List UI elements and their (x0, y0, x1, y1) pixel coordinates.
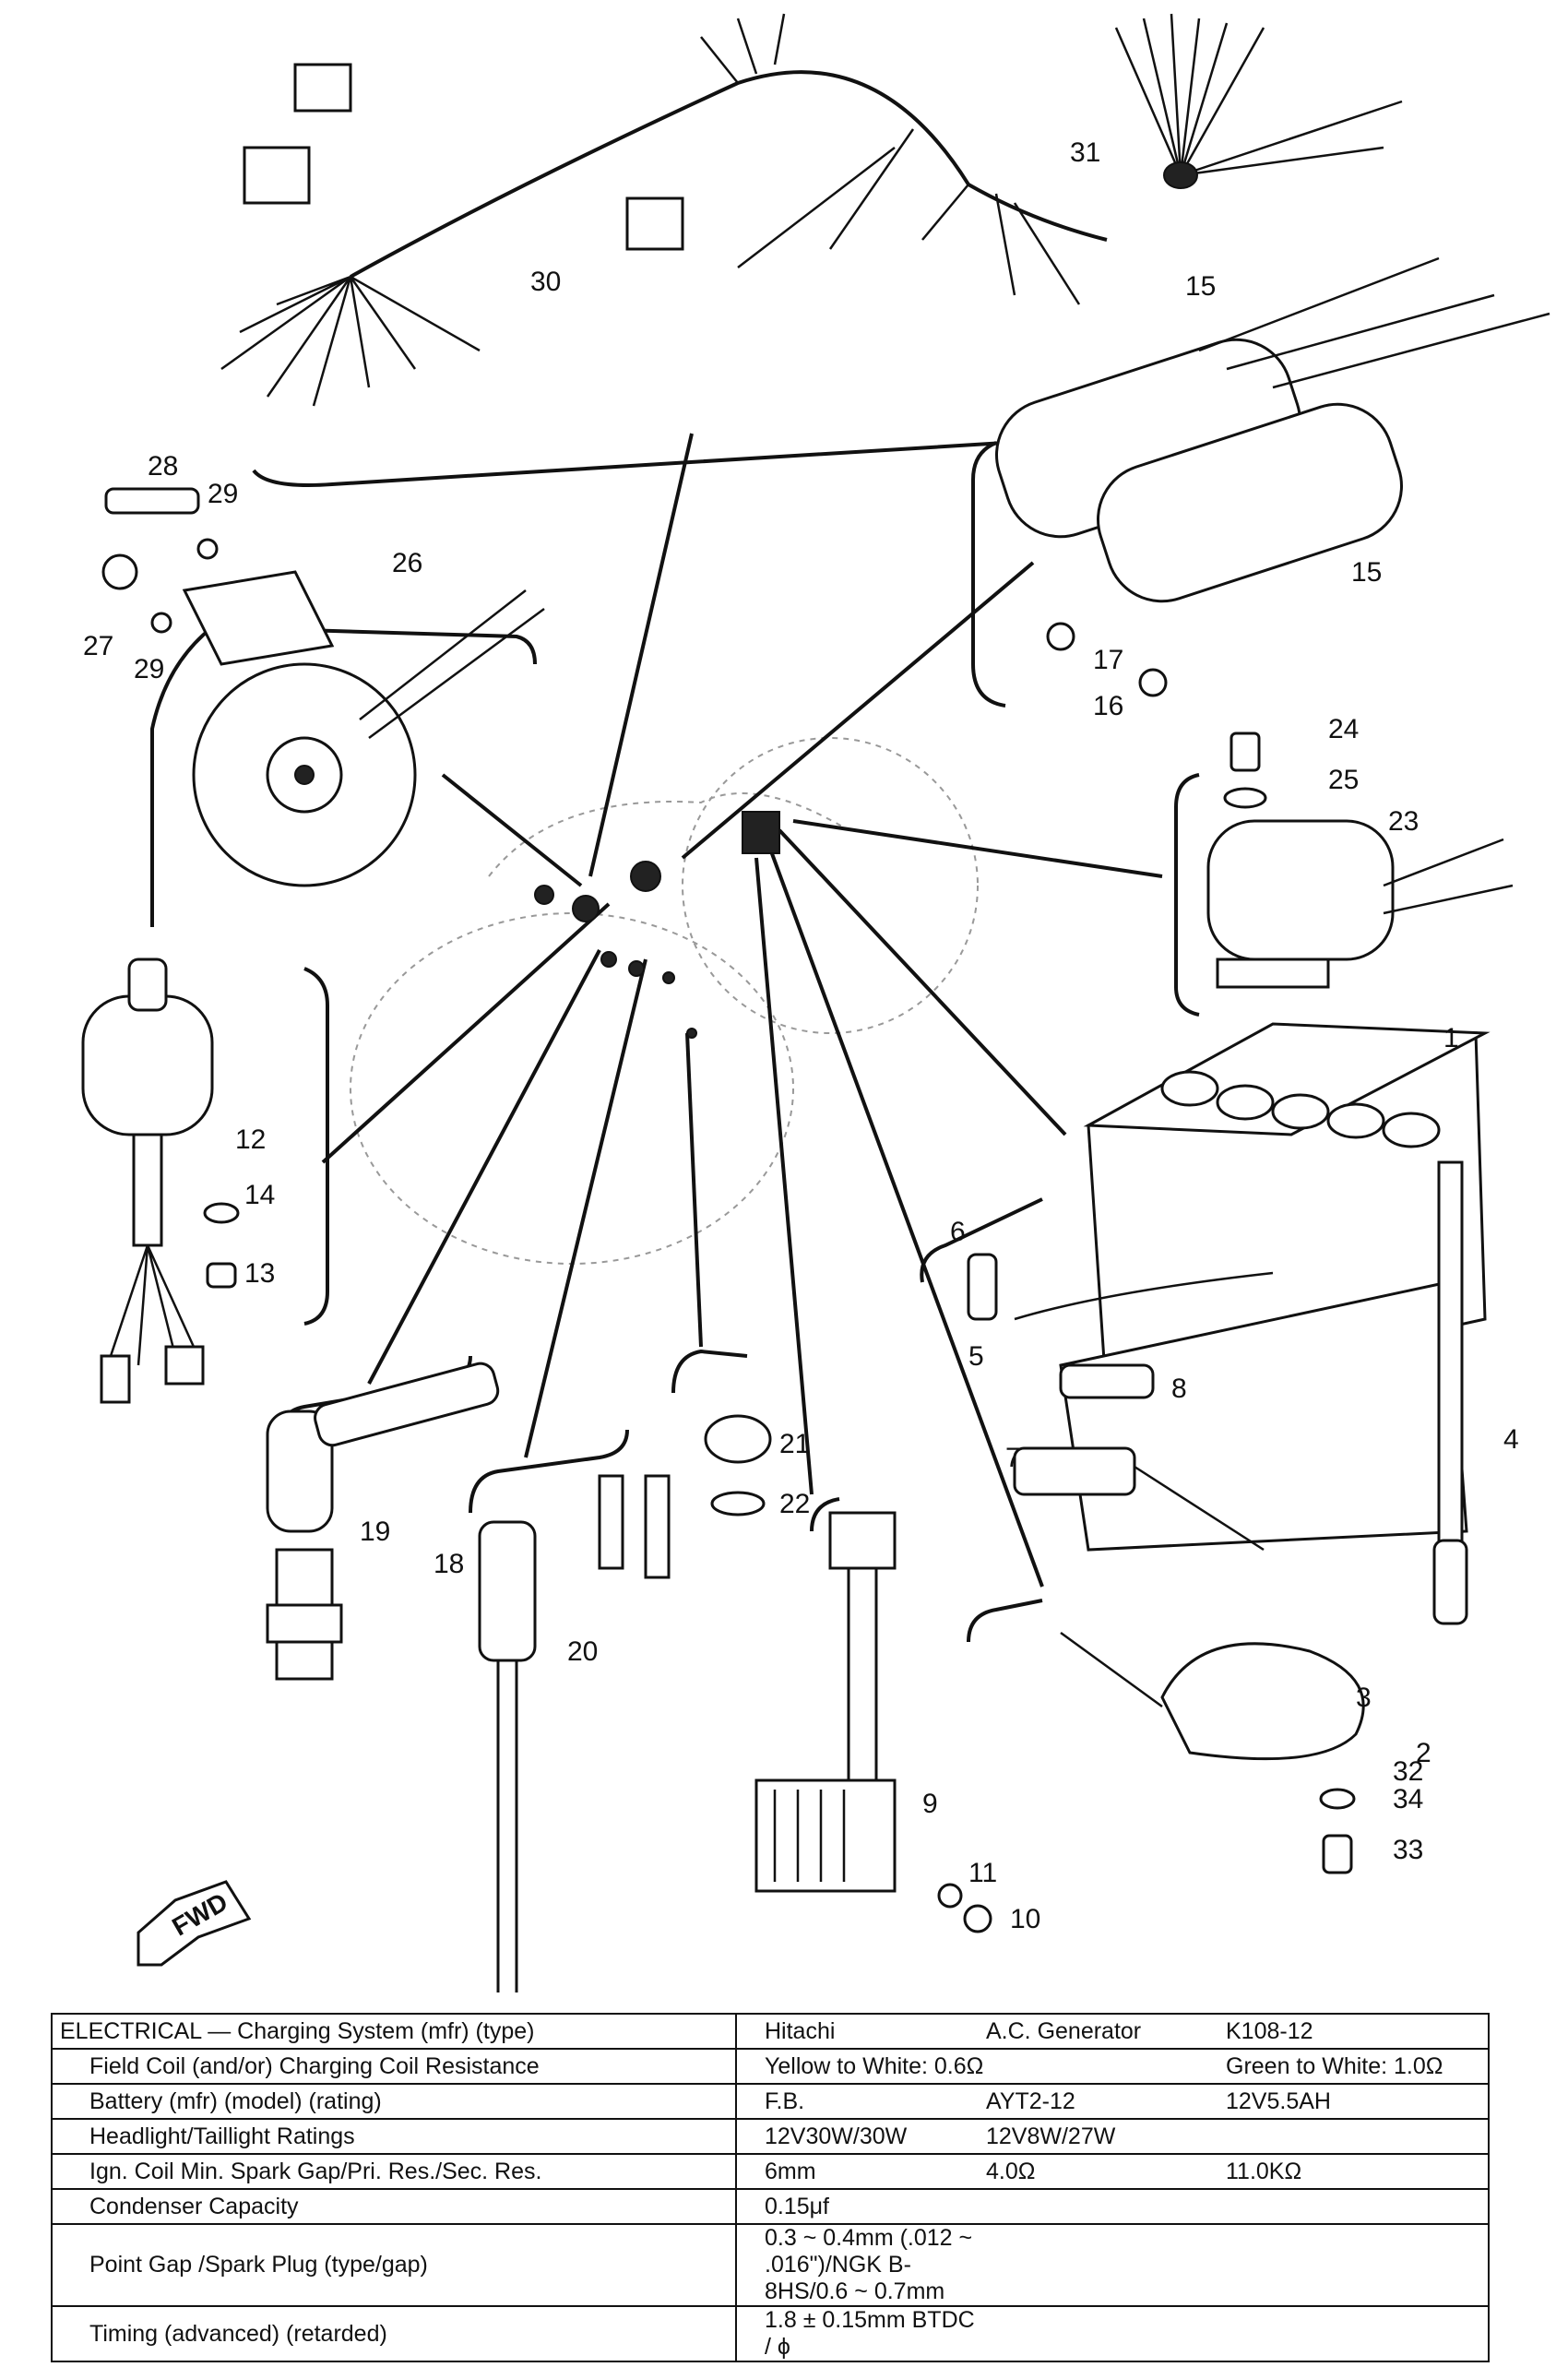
spec-value-2: AYT2-12 (986, 2088, 1075, 2114)
spec-row: ELECTRICAL — Charging System (mfr) (type… (51, 2013, 1490, 2050)
spec-label: Point Gap /Spark Plug (type/gap) (51, 2223, 737, 2307)
callout-23: 23 (1388, 806, 1419, 837)
callout-18: 18 (434, 1549, 464, 1579)
callout-20: 20 (567, 1636, 598, 1667)
callout-33: 33 (1393, 1835, 1423, 1865)
callout-4: 4 (1503, 1424, 1519, 1455)
spec-value: 0.3 ~ 0.4mm (.012 ~ .016")/NGK B-8HS/0.6… (735, 2223, 1490, 2307)
callout-13: 13 (244, 1258, 275, 1289)
callout-29a: 29 (208, 479, 238, 509)
callout-10: 10 (1010, 1904, 1040, 1934)
spark-plug-assembly (266, 1355, 500, 1681)
spec-value: Yellow to White: 0.6Ω Green to White: 1.0… (735, 2048, 1490, 2085)
callout-11: 11 (968, 1858, 997, 1888)
spec-value-1: Hitachi (765, 2017, 836, 2044)
spec-label: ELECTRICAL — Charging System (mfr) (type… (51, 2013, 737, 2050)
spec-label: Ign. Coil Min. Spark Gap/Pri. Res./Sec. … (51, 2153, 737, 2190)
rectifier (754, 1497, 992, 1933)
callout-22: 22 (779, 1489, 810, 1519)
spec-label: Battery (mfr) (model) (rating) (51, 2083, 737, 2120)
spec-value: 1.8 ± 0.15mm BTDC / ϕ (735, 2305, 1490, 2362)
spec-value-2: 4.0Ω (986, 2158, 1036, 2184)
callout-15b: 15 (1351, 557, 1382, 588)
spec-row: Timing (advanced) (retarded) 1.8 ± 0.15mm… (51, 2305, 1490, 2362)
callout-14: 14 (244, 1180, 275, 1210)
callout-34: 34 (1393, 1784, 1423, 1814)
callout-25: 25 (1328, 765, 1359, 795)
spec-label: Field Coil (and/or) Charging Coil Resist… (51, 2048, 737, 2085)
ignition-coils (971, 256, 1550, 708)
horn (101, 487, 545, 927)
callout-3: 3 (1356, 1683, 1372, 1713)
spec-value-1: 12V30W/30W (765, 2123, 908, 2149)
spec-value-3: 11.0KΩ (1226, 2158, 1302, 2184)
callout-29b: 29 (134, 654, 164, 684)
spec-row: Point Gap /Spark Plug (type/gap) 0.3 ~ 0.… (51, 2223, 1490, 2307)
callout-1: 1 (1443, 1023, 1459, 1053)
callout-27: 27 (83, 631, 113, 661)
spec-value-1: 1.8 ± 0.15mm BTDC / ϕ (765, 2307, 975, 2360)
callout-8: 8 (1171, 1374, 1187, 1404)
spec-label: Headlight/Taillight Ratings (51, 2118, 737, 2155)
spec-value-1: 6mm (765, 2158, 816, 2184)
callout-6: 6 (950, 1217, 966, 1247)
callout-7: 7 (1005, 1443, 1021, 1473)
callout-19: 19 (360, 1517, 390, 1547)
callout-12: 12 (235, 1124, 266, 1155)
spec-value: Hitachi A.C. Generator K108-12 (735, 2013, 1490, 2050)
spec-value: 12V30W/30W 12V8W/27W (735, 2118, 1490, 2155)
spec-value-2: 12V8W/27W (986, 2123, 1116, 2149)
spec-row: Field Coil (and/or) Charging Coil Resist… (51, 2048, 1490, 2085)
spec-value-3: K108-12 (1226, 2017, 1313, 2044)
fuse-holder (967, 1253, 1274, 1552)
spec-value-2: A.C. Generator (986, 2017, 1142, 2044)
electrical-spec-table: ELECTRICAL — Charging System (mfr) (type… (51, 2013, 1490, 2362)
callout-16: 16 (1093, 691, 1123, 721)
high-tension-cord (469, 1429, 671, 1992)
callout-numbers: 1 2 3 4 5 6 7 8 9 10 11 12 13 14 15 15 1… (83, 137, 1519, 1934)
callout-30: 30 (530, 267, 561, 297)
battery (920, 1022, 1491, 1625)
callout-21: 21 (779, 1429, 810, 1459)
callout-2: 2 (1416, 1738, 1431, 1768)
spec-value: 6mm 4.0Ω 11.0KΩ (735, 2153, 1490, 2190)
condenser (967, 1599, 1365, 1874)
spec-value-1: Yellow to White: 0.6Ω (765, 2052, 984, 2079)
callout-17: 17 (1093, 645, 1123, 675)
neutral-switch (671, 1349, 772, 1517)
wire-bundle (1114, 13, 1403, 189)
spec-row: Ign. Coil Min. Spark Gap/Pri. Res./Sec. … (51, 2153, 1490, 2190)
callout-5: 5 (968, 1341, 984, 1372)
spec-label: Timing (advanced) (retarded) (51, 2305, 737, 2362)
fwd-arrow: FWD (137, 1880, 252, 1967)
wiring-harness (220, 13, 1108, 487)
spec-value-3: 12V5.5AH (1226, 2088, 1331, 2114)
spec-label: Condenser Capacity (51, 2188, 737, 2225)
callout-26: 26 (392, 548, 422, 578)
engine-outline (350, 737, 979, 1265)
spec-value: F.B. AYT2-12 12V5.5AH (735, 2083, 1490, 2120)
callout-32: 32 (1393, 1756, 1423, 1787)
spec-value: 0.15μf (735, 2188, 1490, 2225)
main-switch (81, 958, 329, 1404)
callout-24: 24 (1328, 714, 1359, 744)
spec-value-1: F.B. (765, 2088, 805, 2114)
callout-9: 9 (922, 1789, 938, 1819)
spec-row: Battery (mfr) (model) (rating) F.B. AYT2-1… (51, 2083, 1490, 2120)
callout-31: 31 (1070, 137, 1100, 168)
spec-row: Condenser Capacity 0.15μf (51, 2188, 1490, 2225)
spec-value-1: 0.3 ~ 0.4mm (.012 ~ .016")/NGK B-8HS/0.6… (765, 2225, 973, 2304)
spec-value-1: 0.15μf (765, 2193, 830, 2219)
exploded-parts-diagram: FWD 1 2 3 4 5 6 7 8 9 10 11 12 13 14 15 … (81, 13, 1550, 1992)
leader-lines (321, 433, 1163, 1588)
relay (1174, 732, 1514, 1017)
callout-15a: 15 (1185, 271, 1216, 302)
callout-28: 28 (148, 451, 178, 482)
spec-value-3: Green to White: 1.0Ω (1226, 2052, 1443, 2079)
